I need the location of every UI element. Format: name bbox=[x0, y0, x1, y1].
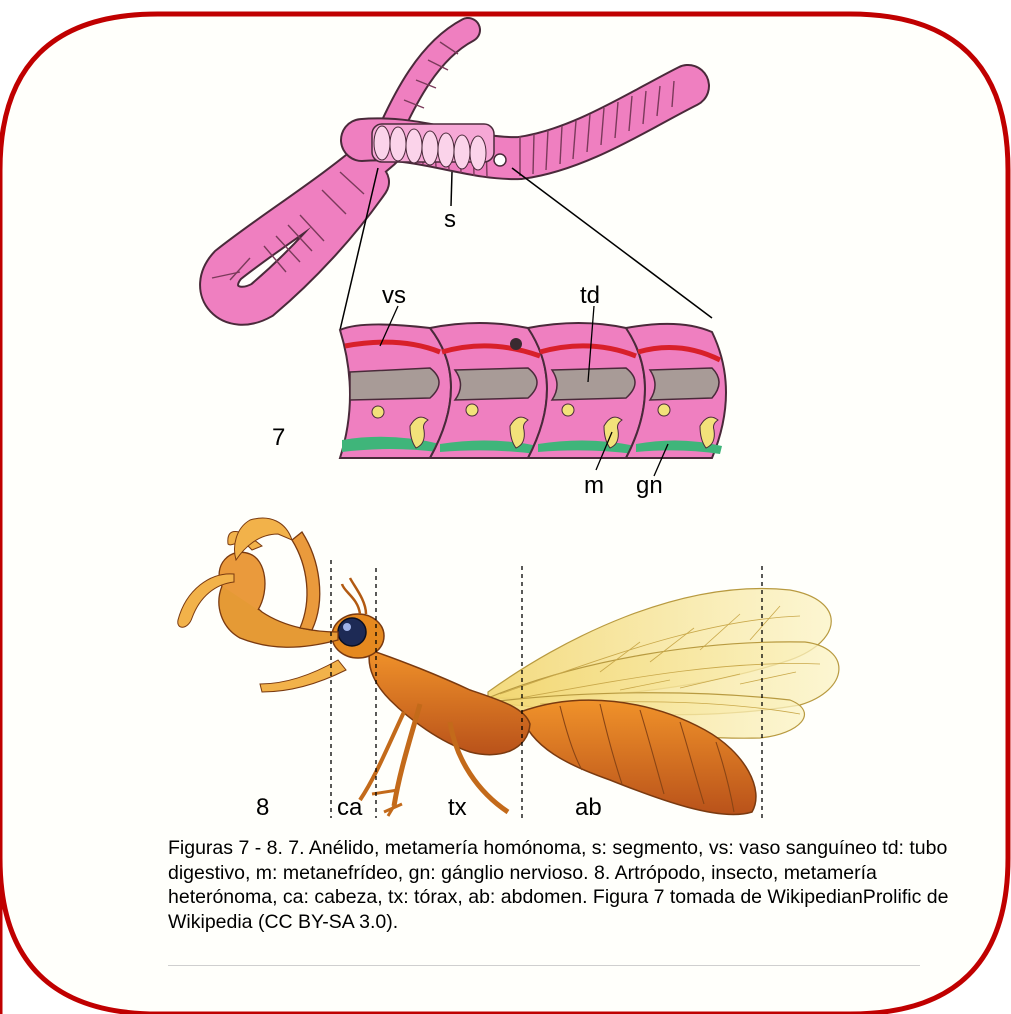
segment-1 bbox=[340, 324, 451, 458]
insect-eye bbox=[338, 618, 366, 646]
label-vs: vs bbox=[382, 284, 406, 308]
label-s: s bbox=[444, 208, 456, 232]
label-tx: tx bbox=[448, 796, 467, 820]
label-ab: ab bbox=[575, 796, 602, 820]
figure-8-number: 8 bbox=[256, 796, 269, 820]
figure-caption: Figuras 7 - 8. 7. Anélido, metamería hom… bbox=[168, 836, 958, 934]
label-gn: gn bbox=[636, 474, 663, 498]
label-td: td bbox=[580, 284, 600, 308]
label-ca: ca bbox=[337, 796, 362, 820]
label-m: m bbox=[584, 474, 604, 498]
figure-7-number: 7 bbox=[272, 426, 285, 450]
annelid-segments-enlarged bbox=[340, 306, 726, 476]
caption-divider bbox=[168, 965, 920, 966]
